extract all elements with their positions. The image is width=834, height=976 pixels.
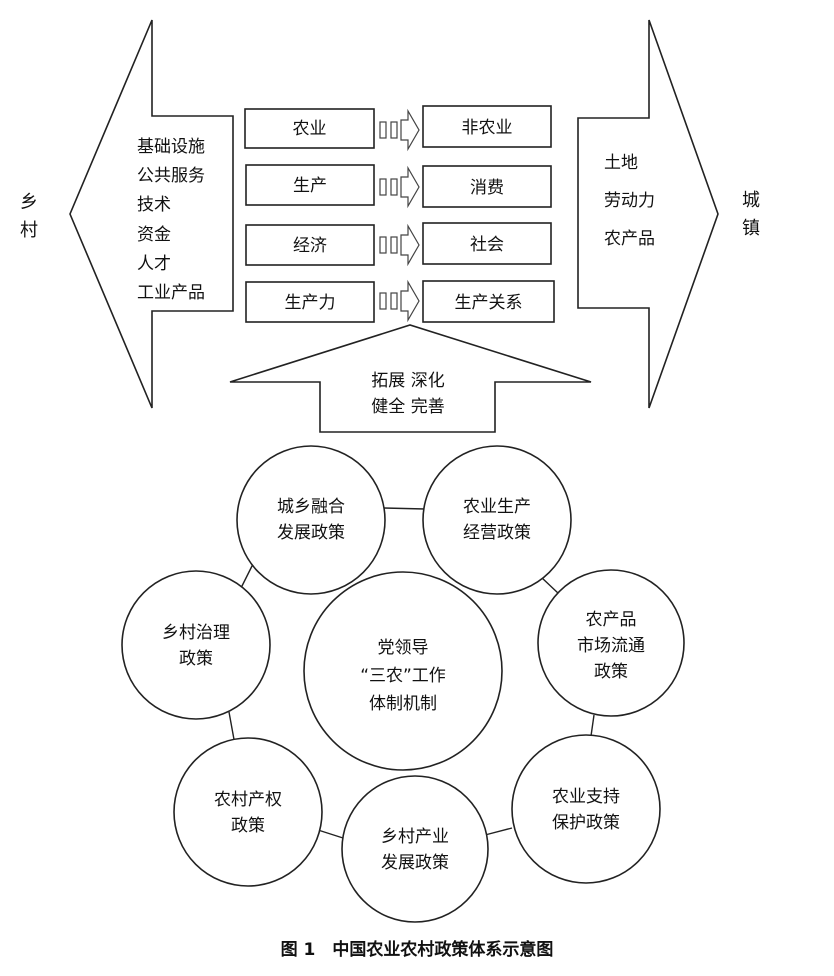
double-arrow-icon [379, 279, 420, 323]
flow-item-infrastructure: 基础设施 [137, 137, 205, 157]
urban-rural-flow-section: 乡 村 城 镇 基础设施 公共服务 技术 资金 人才 工业产品 土地 劳动力 农… [20, 19, 760, 433]
policy-line-2: 市场流通 [577, 636, 645, 656]
center-line-3: 体制机制 [369, 694, 437, 714]
transformation-row-2: 生产 消费 [245, 164, 552, 209]
policy-circle-urban-rural-integration: 城乡融合 发展政策 [236, 445, 386, 595]
double-arrow-icon [379, 108, 420, 152]
policy-line-1: 农产品 [586, 610, 637, 630]
center-line-1: 党领导 [378, 638, 429, 658]
center-circle-party-leadership: 党领导 “三农”工作 体制机制 [303, 571, 503, 771]
transformation-row-3: 经济 社会 [245, 222, 552, 267]
urban-to-rural-flow-list: 基础设施 公共服务 技术 资金 人才 工业产品 [137, 137, 205, 303]
double-arrow-icon [379, 165, 420, 209]
policy-circle-property-rights: 农村产权 政策 [173, 737, 323, 887]
policy-circle-support-protection: 农业支持 保护政策 [511, 734, 661, 884]
policy-circle-agricultural-production: 农业生产 经营政策 [422, 445, 572, 595]
transform-to-box [422, 280, 555, 323]
transformation-row-1: 农业 非农业 [244, 105, 552, 152]
policy-line-1: 城乡融合 [277, 497, 345, 517]
transform-from-box [245, 224, 375, 266]
flow-item-technology: 技术 [137, 195, 171, 215]
transform-to-label: 非农业 [462, 118, 513, 138]
transform-to-box [422, 165, 552, 208]
transform-to-label: 社会 [470, 235, 504, 255]
flow-item-industrial-products: 工业产品 [137, 283, 205, 303]
double-arrow-icon [379, 223, 420, 267]
transform-from-label: 生产 [293, 176, 327, 196]
transformation-row-4: 生产力 生产关系 [245, 279, 555, 323]
transform-from-box [245, 281, 375, 323]
policy-line-1: 乡村产业 [381, 827, 449, 847]
flow-item-public-services: 公共服务 [137, 166, 205, 186]
policy-line-3: 政策 [594, 662, 628, 682]
flow-item-capital: 资金 [137, 225, 171, 245]
rural-label-char-2: 村 [20, 220, 38, 241]
policy-line-1: 农业支持 [552, 787, 620, 807]
policy-line-1: 农村产权 [214, 790, 282, 810]
policy-line-2: 保护政策 [552, 813, 620, 833]
transform-to-label: 生产关系 [455, 293, 523, 313]
flow-item-labor: 劳动力 [604, 191, 655, 211]
transform-from-label: 农业 [293, 119, 327, 139]
figure-caption: 图 1 中国农业农村政策体系示意图 [281, 939, 554, 960]
rural-to-urban-flow-list: 土地 劳动力 农产品 [604, 153, 655, 249]
transform-to-box [422, 105, 552, 148]
urban-label-char-1: 城 [742, 190, 760, 211]
left-arrow-urban-to-rural [69, 19, 234, 409]
policy-line-2: 发展政策 [277, 523, 345, 543]
policy-line-2: 经营政策 [463, 523, 531, 543]
flow-item-talent: 人才 [137, 254, 171, 274]
transform-from-label: 经济 [293, 236, 327, 256]
policy-circle-market-circulation: 农产品 市场流通 政策 [537, 569, 685, 717]
flow-item-land: 土地 [604, 153, 638, 173]
upward-arrow-line-2: 健全 完善 [371, 397, 444, 417]
policy-line-1: 乡村治理 [162, 623, 230, 643]
policy-line-2: 政策 [179, 649, 213, 669]
transform-from-box [245, 164, 375, 206]
rural-label-char-1: 乡 [20, 192, 38, 213]
urban-label-char-2: 镇 [742, 218, 760, 239]
policy-circle-rural-industry: 乡村产业 发展政策 [341, 775, 489, 923]
policy-circle-rural-governance: 乡村治理 政策 [121, 570, 271, 720]
transform-from-label: 生产力 [285, 293, 336, 313]
policy-line-2: 发展政策 [381, 853, 449, 873]
policy-line-2: 政策 [231, 816, 265, 836]
transform-to-label: 消费 [470, 178, 504, 198]
policy-circle-section: 党领导 “三农”工作 体制机制 城乡融合 发展政策 农业生产 经营政策 农产品 … [121, 445, 685, 923]
policy-line-1: 农业生产 [463, 497, 531, 517]
flow-item-agricultural-products: 农产品 [604, 229, 655, 249]
right-arrow-rural-to-urban [577, 19, 719, 409]
center-line-2: “三农”工作 [360, 666, 446, 686]
upward-arrow-line-1: 拓展 深化 [371, 371, 444, 391]
upward-arrow [229, 324, 592, 433]
transform-to-box [422, 222, 552, 265]
transform-from-box [244, 108, 375, 149]
